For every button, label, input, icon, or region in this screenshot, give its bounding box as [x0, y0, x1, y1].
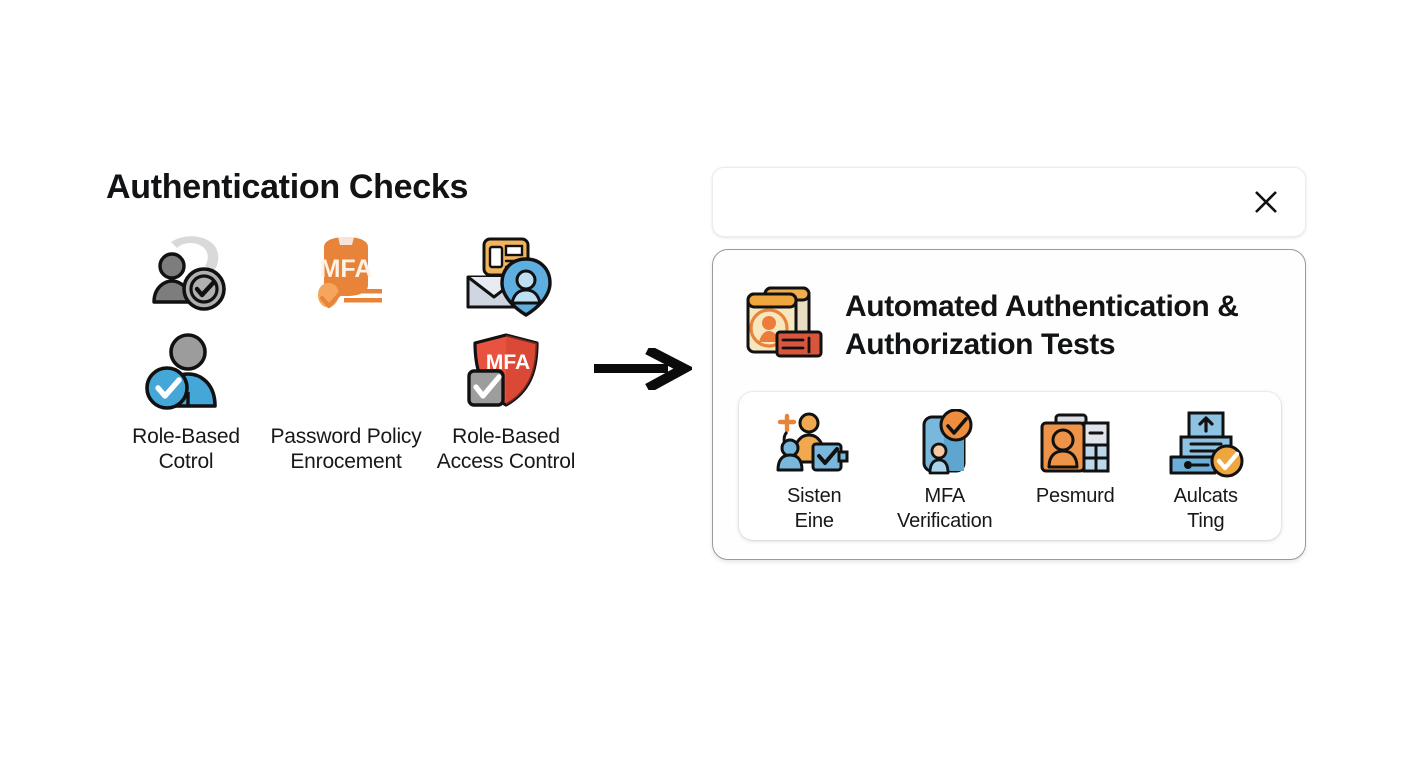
- mfa-verification-icon: [912, 408, 978, 480]
- svg-text:MFA: MFA: [486, 351, 530, 374]
- svg-text:MFA: MFA: [320, 255, 373, 283]
- icon-row-top: MFA: [106, 228, 596, 326]
- people-approval-icon: [775, 408, 853, 480]
- test-item-pesmurd[interactable]: Pesmurd: [1013, 408, 1137, 509]
- authentication-checks-section: Authentication Checks: [106, 168, 586, 473]
- id-card-icon: [1038, 408, 1112, 480]
- grid-item-user-check-gray[interactable]: [106, 228, 266, 326]
- close-icon: [1255, 191, 1277, 213]
- card-header: Automated Authentication & Authorization…: [713, 250, 1305, 369]
- grid-item-mail-identity[interactable]: [426, 228, 586, 326]
- test-item-label: Pesmurd: [1035, 485, 1115, 507]
- user-check-gray-icon: [143, 228, 229, 320]
- automated-tests-card: Automated Authentication & Authorization…: [712, 249, 1306, 560]
- mfa-shield-red-icon: MFA: [463, 326, 549, 418]
- card-title: Automated Authentication & Authorization…: [845, 290, 1239, 361]
- arrow-right-icon: [592, 345, 695, 395]
- page-title: Authentication Checks: [106, 168, 469, 206]
- mail-identity-pin-icon: [460, 228, 552, 320]
- close-button[interactable]: [1249, 185, 1283, 219]
- mfa-badge-orange-icon: MFA: [300, 228, 392, 320]
- authentication-icon-grid: MFA: [106, 228, 596, 474]
- user-check-blue-icon: [143, 326, 229, 418]
- toolbar: [712, 167, 1306, 237]
- signed-document-check-icon: [1167, 408, 1245, 480]
- id-document-icon: [743, 282, 827, 369]
- grid-item-mfa-badge[interactable]: MFA: [266, 228, 426, 326]
